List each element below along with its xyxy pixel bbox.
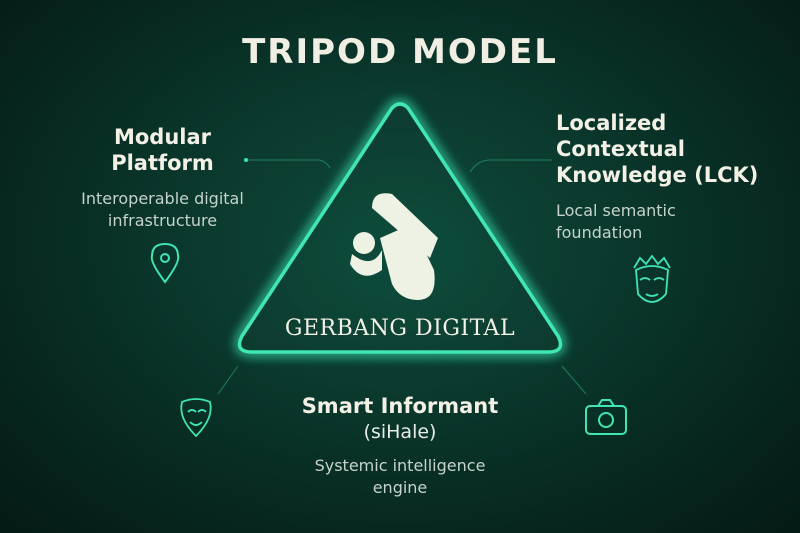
description-line: infrastructure [107,211,218,230]
shield-face-icon [180,398,212,438]
heading-line: Localized [556,111,667,135]
connector-left [246,159,331,169]
smart-informant-description: Systemic intelligence engine [260,455,540,499]
description-line: Interoperable digital [81,189,244,208]
diagram-title: TRIPOD MODEL [242,32,558,72]
location-pin-icon [150,242,180,284]
heading-line: Knowledge (LCK) [556,163,759,187]
lck-description: Local semantic foundation [556,200,776,244]
connector-bottom-left [217,365,239,395]
connector-bottom-right [561,365,587,395]
connector-right [469,159,552,173]
modular-platform-heading: Modular Platform [60,124,265,176]
brand-name: GERBANG DIGITAL [284,316,516,341]
logo-band-main [380,224,435,300]
heading-line: Platform [111,151,214,175]
smart-informant-block: Smart Informant (siHale) Systemic intell… [260,393,540,499]
description-line: foundation [556,223,643,242]
description-line: Local semantic [556,201,676,220]
logo-dot [353,232,375,254]
lck-block: Localized Contextual Knowledge (LCK) Loc… [556,110,776,244]
lck-heading: Localized Contextual Knowledge (LCK) [556,110,776,188]
heading-line: Contextual [556,137,685,161]
modular-platform-block: Modular Platform Interoperable digital i… [60,124,265,232]
connector-lines [217,158,587,395]
gerbang-digital-logo [350,193,438,300]
camera-icon [585,399,627,435]
logo-band-upper [372,193,438,258]
description-line: Systemic intelligence [314,456,486,475]
smart-informant-acronym: (siHale) [363,421,437,443]
description-line: engine [372,478,428,497]
logo-arc [350,250,382,276]
modular-platform-description: Interoperable digital infrastructure [60,188,265,232]
heading-line: Modular [113,125,212,149]
connector-left-dot [244,158,248,162]
smart-informant-heading: Smart Informant [301,394,499,418]
mask-face-icon [633,254,671,303]
